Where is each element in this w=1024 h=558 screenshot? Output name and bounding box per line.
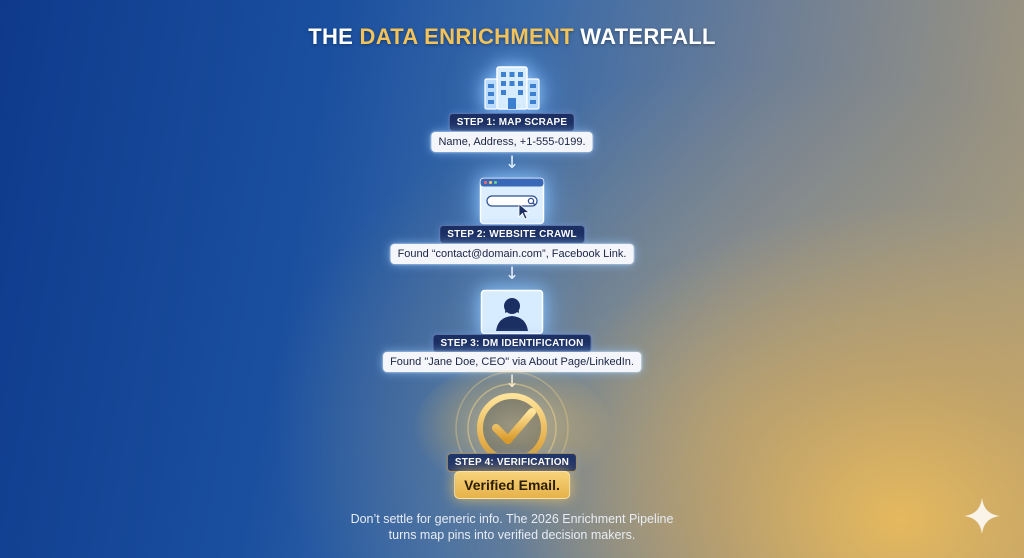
person-profile-icon (480, 289, 544, 335)
title-suffix: WATERFALL (573, 24, 716, 49)
step-3-label: STEP 3: DM IDENTIFICATION (432, 334, 592, 353)
step-1-info: Name, Address, +1-555-0199. (431, 132, 593, 152)
step-2-label: STEP 2: WEBSITE CRAWL (439, 225, 585, 244)
step-3-info: Found "Jane Doe, CEO" via About Page/Lin… (383, 352, 641, 372)
footer-caption: Don’t settle for generic info. The 2026 … (0, 511, 1024, 543)
step-2-info: Found “contact@domain.com”, Facebook Lin… (390, 244, 634, 264)
title-prefix: THE (308, 24, 360, 49)
browser-search-icon (479, 177, 545, 225)
footer-line-1: Don’t settle for generic info. The 2026 … (350, 512, 674, 526)
building-icon (484, 66, 540, 110)
footer-line-2: turns map pins into verified decision ma… (388, 528, 636, 542)
sparkle-icon (964, 498, 1000, 534)
diagram-title: THE DATA ENRICHMENT WATERFALL (0, 24, 1024, 50)
step-4-label: STEP 4: VERIFICATION (446, 453, 578, 472)
down-arrow-icon: ↓ (504, 153, 520, 173)
title-accent: DATA ENRICHMENT (359, 24, 574, 49)
down-arrow-icon: ↓ (504, 264, 520, 284)
step-4-result-badge: Verified Email. (454, 471, 570, 499)
step-1-label: STEP 1: MAP SCRAPE (448, 113, 576, 132)
